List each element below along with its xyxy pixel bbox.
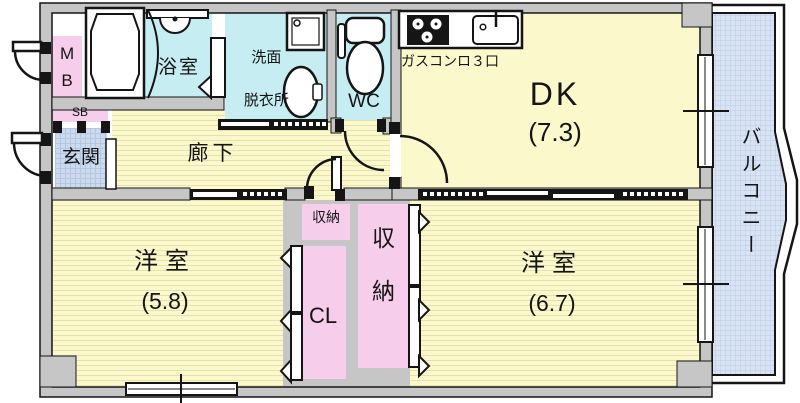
shoe-box-hinges — [53, 121, 110, 133]
closet-large-doors — [408, 204, 431, 379]
bathroom-label: 浴室 — [157, 57, 200, 78]
kitchen-counter-icon — [397, 9, 524, 50]
dk-size-label: (7.3) — [528, 117, 582, 147]
western-room-2-size-label: (6.7) — [528, 290, 576, 316]
balcony-window-room2 — [683, 226, 729, 343]
closet-large-label: 収納 — [368, 226, 395, 332]
toilet-door — [335, 119, 386, 172]
hallway-label: 廊下 — [187, 142, 238, 165]
western-room-2-floor — [397, 200, 700, 387]
entrance-door — [10, 131, 51, 184]
closet-hall-floor — [302, 204, 350, 240]
entrance-label: 玄関 — [61, 147, 100, 168]
closet-cl-label: CL — [308, 303, 338, 328]
bathroom-door — [197, 37, 226, 101]
kitchen-sink-icon — [472, 10, 519, 45]
western-room-1-label: 洋室 — [134, 248, 196, 275]
meter-box-label: MB — [57, 44, 77, 98]
shoe-box — [52, 108, 108, 122]
meter-box-floor — [52, 36, 82, 98]
meter-box-door — [11, 40, 51, 84]
stove-icon — [407, 15, 449, 45]
balcony-outline — [711, 3, 799, 385]
washroom-label: 洗面 脱衣所 — [224, 25, 292, 134]
western-room-1-floor — [52, 200, 283, 387]
balcony-window-dk — [683, 54, 729, 168]
sliding-door-dk-room2 — [418, 189, 688, 200]
washroom-label-line2: 脱衣所 — [243, 92, 289, 110]
dk-door — [389, 122, 449, 189]
washbasin-icon — [282, 65, 323, 119]
western-room-1-size-label: (5.8) — [141, 288, 189, 314]
entrance-floor — [55, 128, 107, 189]
entrance-step — [105, 138, 117, 190]
bottom-window-room1 — [125, 374, 238, 403]
bath-vanity-icon — [146, 9, 209, 99]
closet-cl-doors — [279, 245, 303, 385]
shoe-box-label: SB — [71, 105, 88, 119]
sliding-door-washroom — [218, 119, 328, 130]
sliding-door-room1 — [190, 189, 287, 200]
bathtub-icon — [84, 6, 146, 100]
washroom-label-line1: 洗面 — [251, 48, 282, 66]
balcony-label: バルコニー — [738, 126, 760, 261]
closet-large-floor — [358, 204, 408, 368]
washing-machine-icon — [285, 11, 326, 52]
toilet-icon — [337, 16, 386, 96]
stove-note-label: ガスコンロ３口 — [401, 53, 499, 69]
hall-closet-door — [304, 156, 345, 201]
western-room-2-label: 洋室 — [521, 250, 583, 277]
closet-cl-floor — [301, 246, 346, 379]
hall-closet-label: 収納 — [312, 209, 340, 225]
toilet-label: WC — [348, 91, 380, 112]
pillars — [39, 2, 713, 388]
dk-label: DK — [529, 76, 581, 112]
